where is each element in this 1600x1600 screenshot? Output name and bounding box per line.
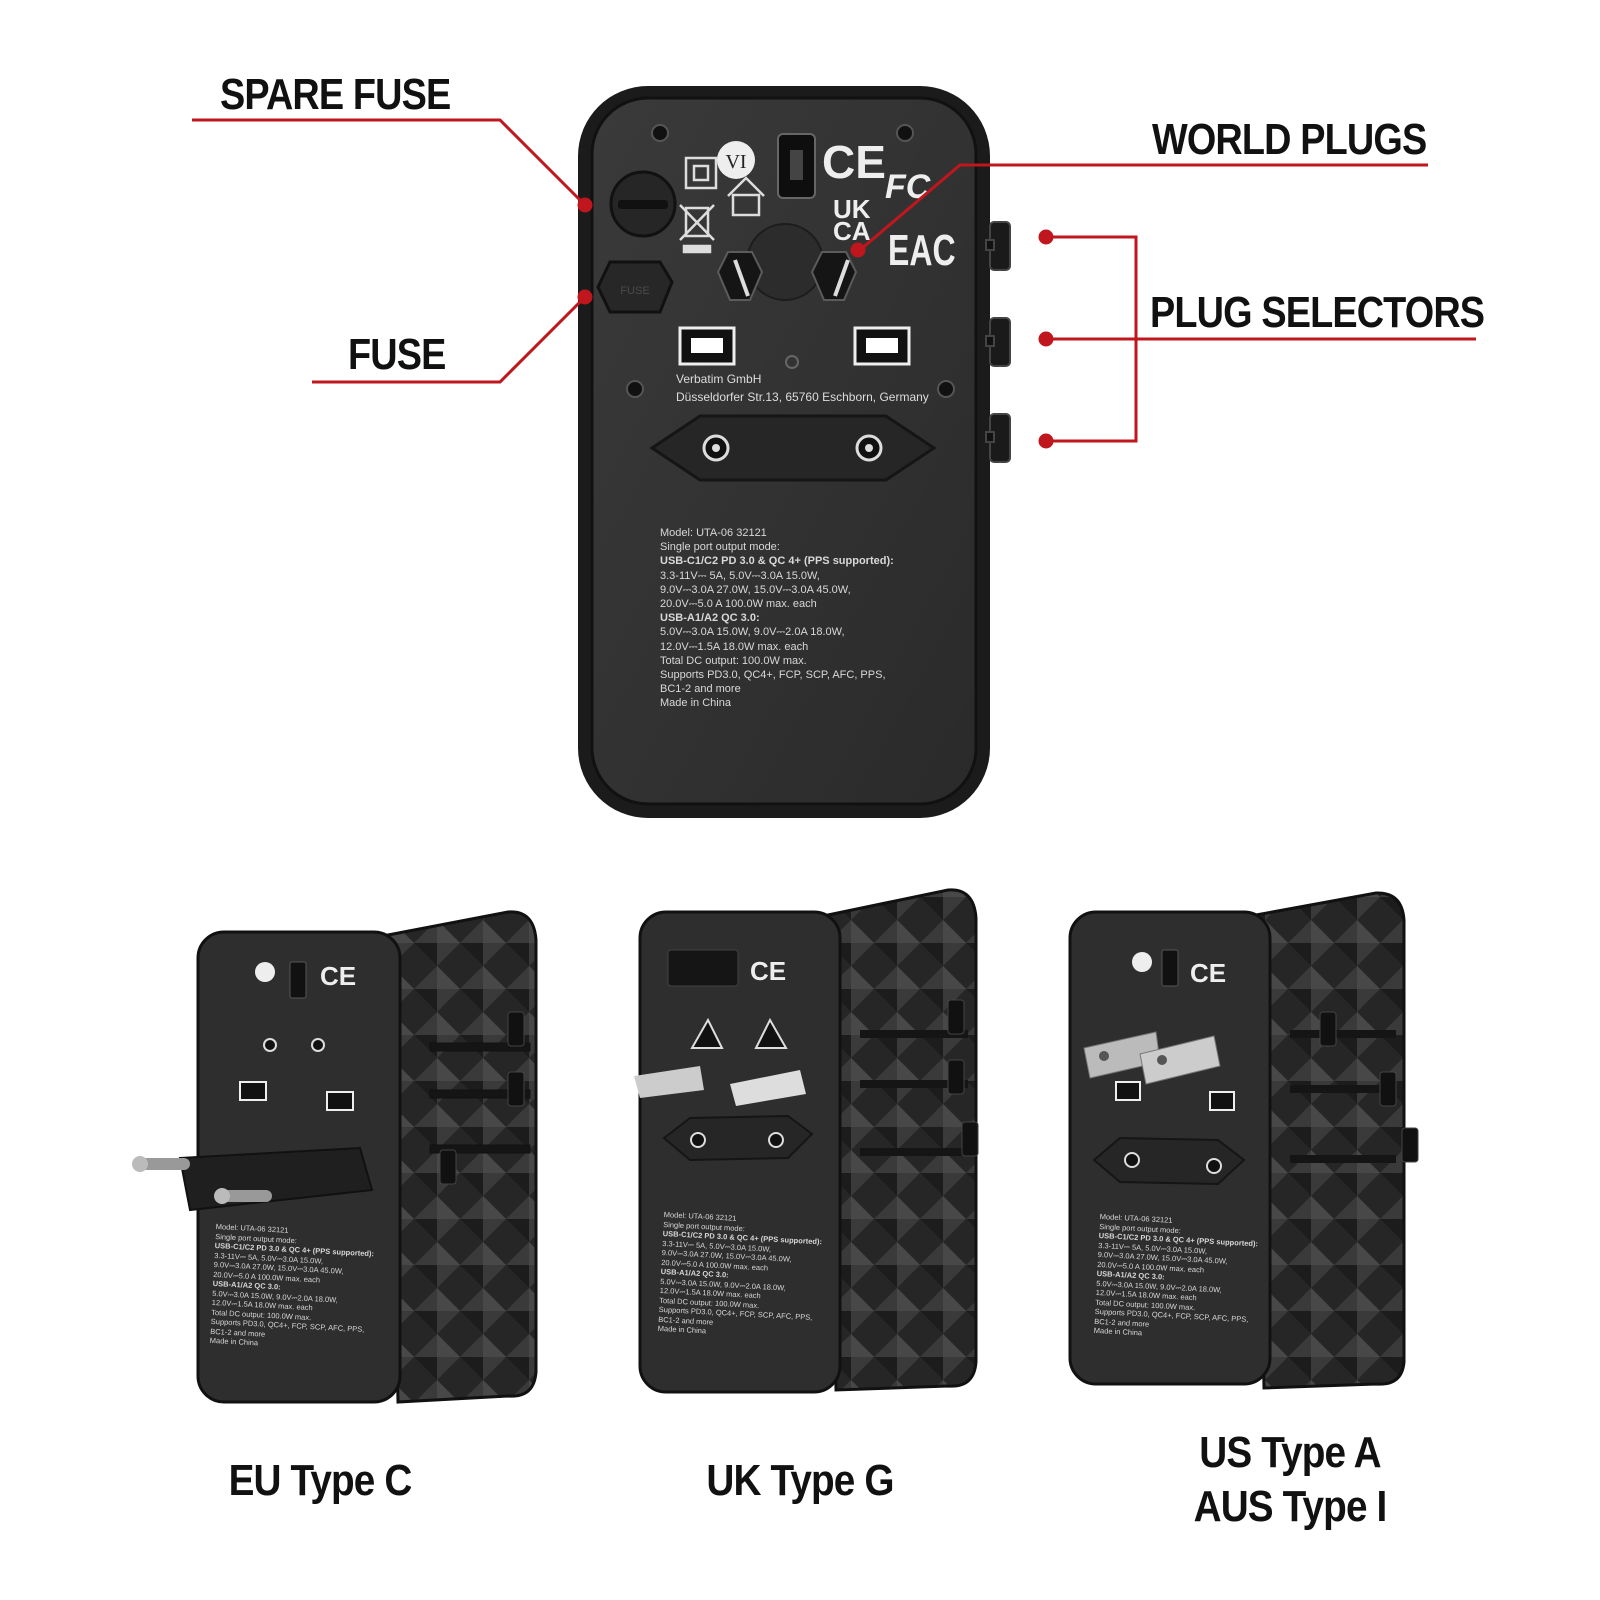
spec-line: Model: UTA-06 32121 <box>660 527 767 539</box>
eu-socket <box>649 414 937 482</box>
caption-eu-type-c: EU Type C <box>228 1456 413 1505</box>
callout-fuse: FUSE <box>348 330 446 379</box>
spec-line: USB-A1/A2 QC 3.0: <box>660 612 760 625</box>
svg-text:CE: CE <box>320 961 356 991</box>
ukca-mark-bottom: CA <box>833 216 871 246</box>
spec-line: Made in China <box>660 697 731 710</box>
callout-spare-fuse: SPARE FUSE <box>220 70 451 119</box>
vi-efficiency-mark: VI <box>717 141 755 179</box>
spec-line: 9.0V⎓3.0A 27.0W, 15.0V⎓3.0A 45.0W, <box>660 583 851 596</box>
spec-line: USB-C1/C2 PD 3.0 & QC 4+ (PPS supported)… <box>660 555 894 568</box>
caption-uk-type-g: UK Type G <box>706 1456 894 1505</box>
spec-line: 5.0V⎓3.0A 15.0W, 9.0V⎓2.0A 18.0W, <box>660 626 845 639</box>
world-plug-socket <box>716 223 858 301</box>
screw-heads <box>626 124 955 398</box>
vi-label: VI <box>725 151 746 173</box>
caption-aus-type-i: AUS Type I <box>1193 1482 1388 1531</box>
spare-fuse-leader <box>192 118 587 207</box>
adapter-eu-variant: CE <box>132 910 538 1404</box>
fuse-cap: FUSE <box>596 260 674 314</box>
spec-line: 3.3-11V⎓ 5A, 5.0V⎓3.0A 15.0W, <box>660 569 820 582</box>
svg-text:CE: CE <box>1190 958 1226 988</box>
main-adapter-front: FUSE VI CE FC UK CA EAC <box>578 86 1011 818</box>
adapter-uk-variant: CE <box>634 888 979 1394</box>
ce-mark: CE <box>822 136 886 188</box>
fuse-cap-label: FUSE <box>620 285 649 297</box>
eac-mark: EAC <box>888 226 956 275</box>
spec-line: Single port output mode: <box>660 541 780 554</box>
callout-lines <box>192 118 1476 449</box>
usb-a-port-left <box>678 326 736 366</box>
ukca-mark-top: UK <box>833 194 871 224</box>
indoor-use-icon <box>727 176 765 217</box>
spec-line: Total DC output: 100.0W max. <box>660 654 807 667</box>
spec-line: BC1-2 and more <box>660 683 741 696</box>
world-plugs-leader <box>859 163 1428 252</box>
weee-bin-icon <box>679 204 715 254</box>
class-ii-icon <box>684 156 718 190</box>
callout-world-plugs: WORLD PLUGS <box>1152 115 1427 164</box>
svg-text:CE: CE <box>750 956 786 986</box>
plug-selector-slides <box>985 221 1011 463</box>
manufacturer-address: Düsseldorfer Str.13, 65760 Eschborn, Ger… <box>676 390 929 404</box>
callout-plug-selectors: PLUG SELECTORS <box>1150 288 1485 337</box>
fuse-leader <box>312 295 587 384</box>
usb-a-port-right <box>853 326 911 366</box>
adapter-us-aus-variant: CE <box>1068 891 1419 1390</box>
spec-line: 20.0V⎓5.0 A 100.0W max. each <box>660 598 817 611</box>
manufacturer-name: Verbatim GmbH <box>676 372 761 386</box>
spec-line: 12.0V⎓1.5A 18.0W max. each <box>660 640 809 653</box>
spec-line: Supports PD3.0, QC4+, FCP, SCP, AFC, PPS… <box>660 669 886 682</box>
spare-fuse-cap <box>609 170 677 238</box>
fcc-mark: FC <box>885 168 931 206</box>
caption-us-type-a: US Type A <box>1199 1428 1381 1477</box>
